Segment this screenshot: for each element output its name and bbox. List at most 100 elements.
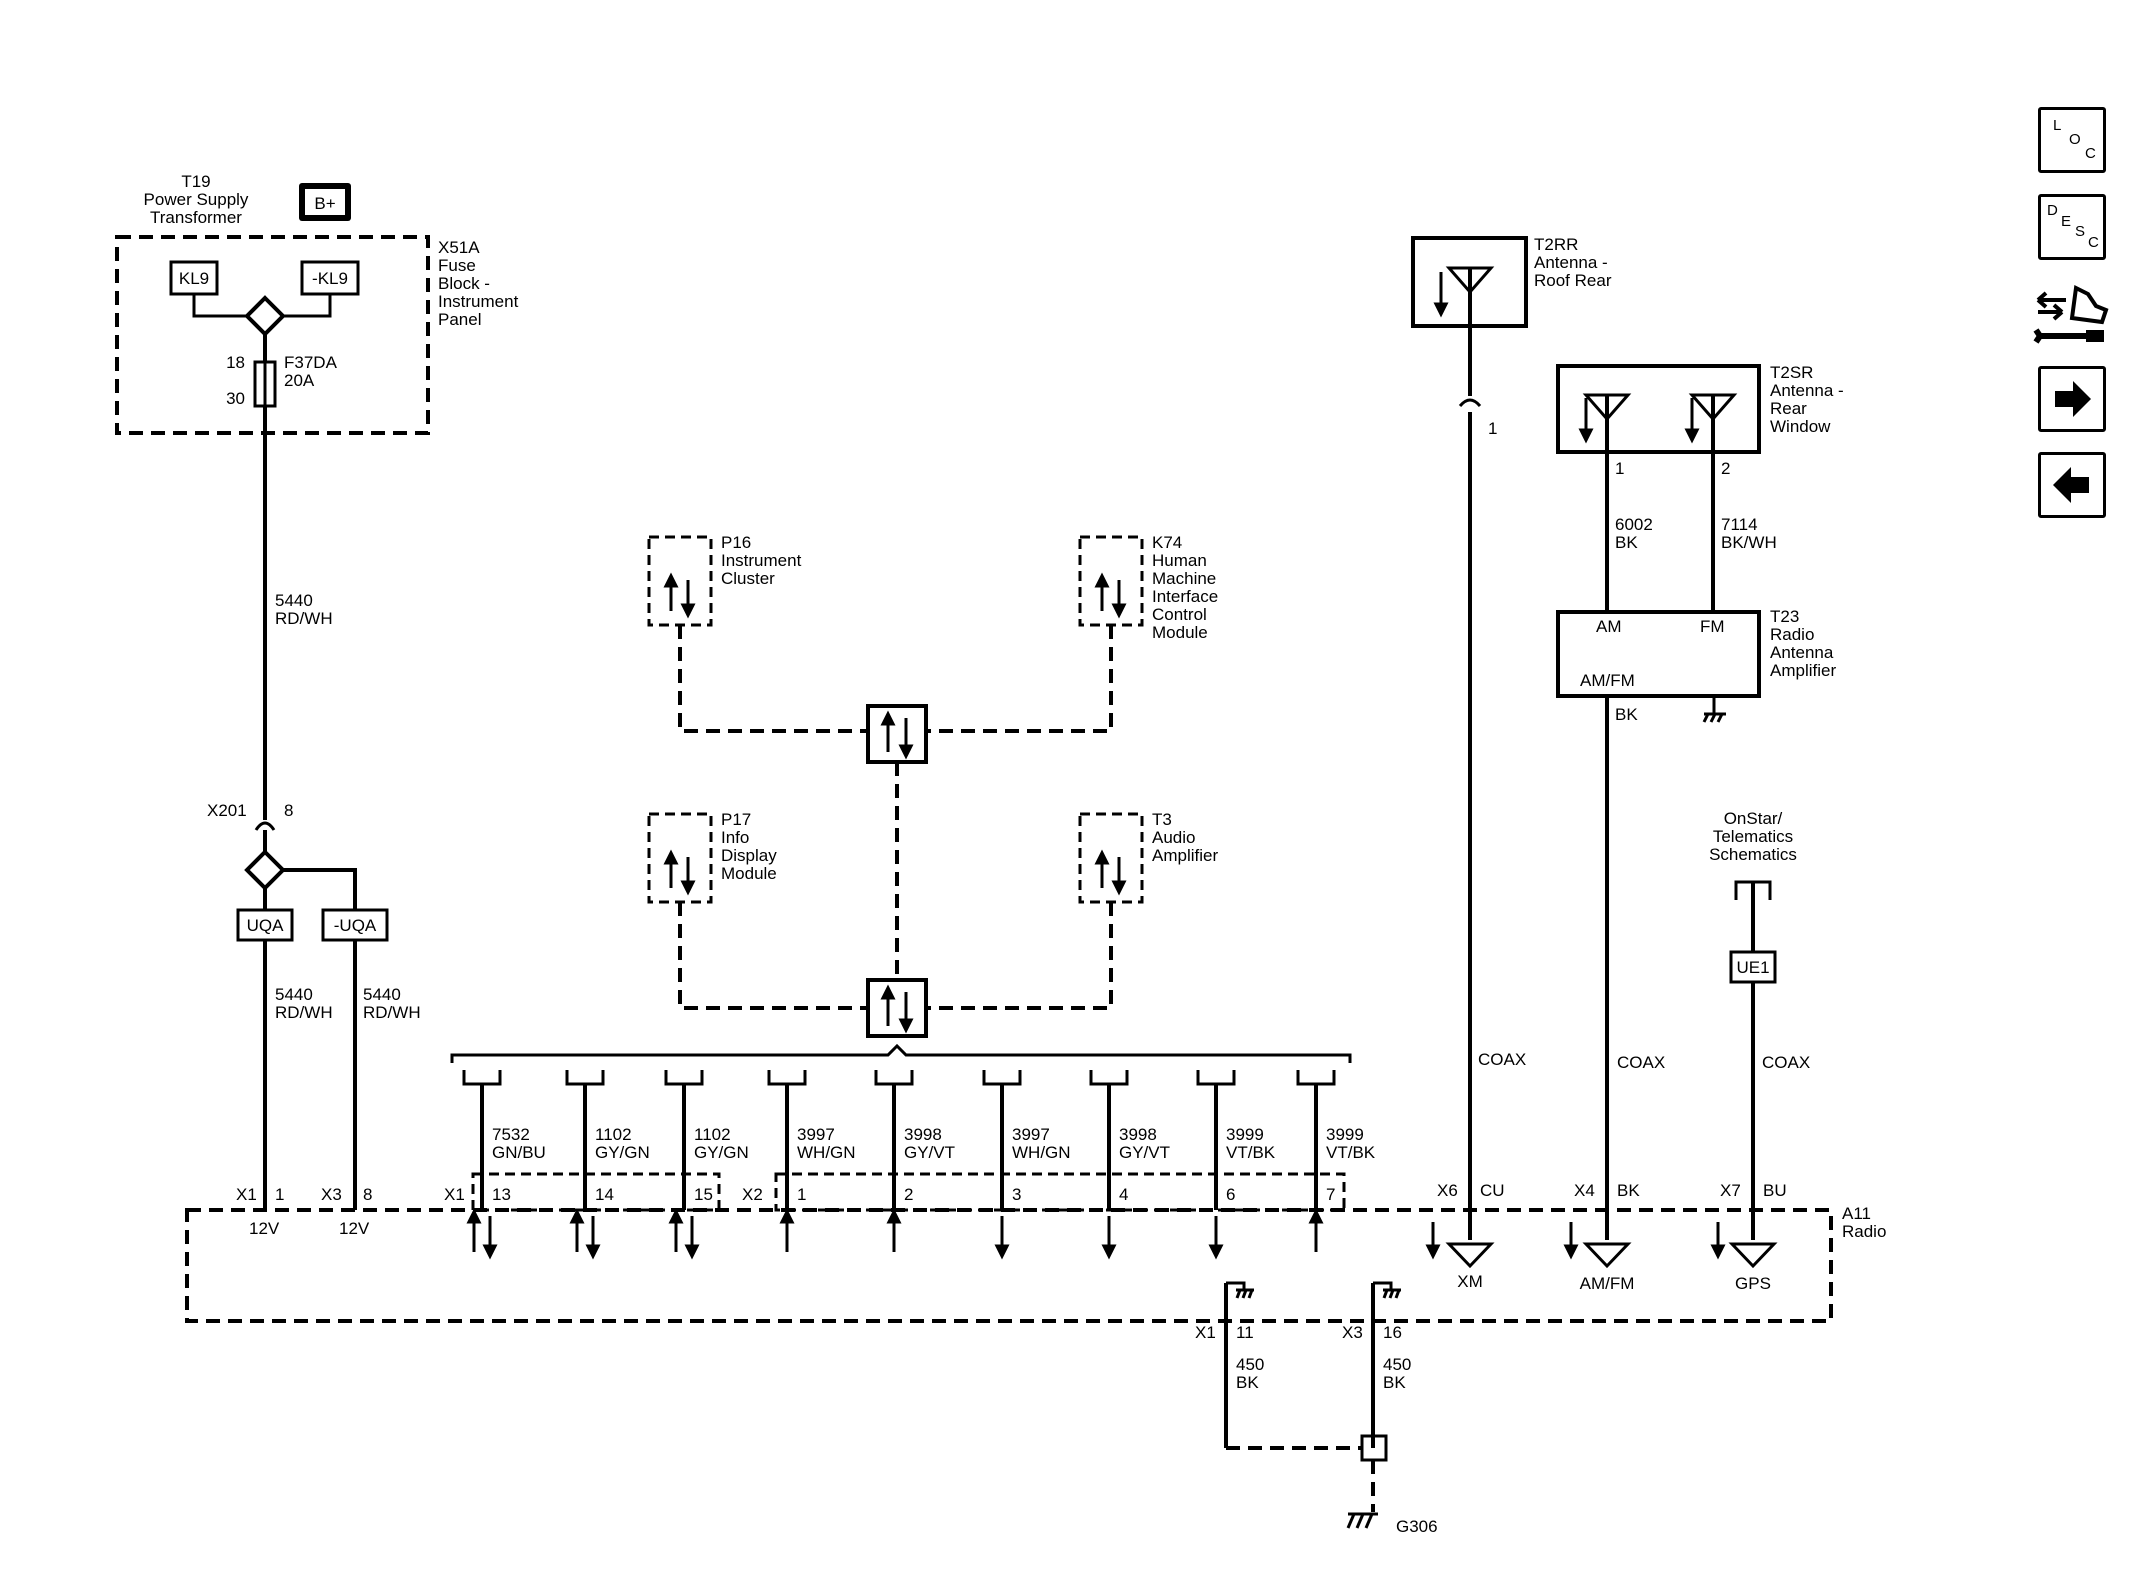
t23-label: T23 Radio Antenna Amplifier xyxy=(1770,607,1836,680)
svg-text:Amplifier: Amplifier xyxy=(1770,661,1836,680)
splice-diamond-bottom xyxy=(244,849,286,891)
wire-x1-number: 5440 xyxy=(275,985,313,1004)
fuse-name: F37DA xyxy=(284,353,338,372)
svg-text:BK: BK xyxy=(1236,1373,1259,1392)
svg-text:GPS: GPS xyxy=(1735,1274,1771,1293)
svg-text:G306: G306 xyxy=(1396,1517,1438,1536)
svg-text:X3: X3 xyxy=(1342,1323,1363,1342)
bus-wire-number: 3997 xyxy=(1012,1125,1050,1144)
svg-text:Human: Human xyxy=(1152,551,1207,570)
wire-6002-number: 6002 xyxy=(1615,515,1653,534)
bus-wire-pin: 2 xyxy=(904,1185,913,1204)
wire-x3-color: RD/WH xyxy=(363,1003,421,1022)
p17-module: P17 Info Display Module xyxy=(647,810,777,904)
radio-module-outline xyxy=(185,1208,1833,1323)
t23-amfm-label: AM/FM xyxy=(1580,671,1635,690)
svg-text:P16: P16 xyxy=(721,533,751,552)
t2sr-box xyxy=(1556,364,1761,454)
wire-5440-color: RD/WH xyxy=(275,609,333,628)
svg-text:AM/FM: AM/FM xyxy=(1580,1274,1635,1293)
x1-label-a: X1 xyxy=(236,1185,257,1204)
x6-pin-cu: CU xyxy=(1480,1181,1505,1200)
bus-wire-number: 7532 xyxy=(492,1125,530,1144)
svg-text:UE1: UE1 xyxy=(1736,958,1769,977)
svg-text:T23: T23 xyxy=(1770,607,1799,626)
svg-text:BK: BK xyxy=(1383,1373,1406,1392)
back-button[interactable] xyxy=(2038,452,2106,518)
onstar-label: OnStar/ Telematics Schematics xyxy=(1709,809,1797,864)
svg-text:450: 450 xyxy=(1383,1355,1411,1374)
connector-tool-icon[interactable] xyxy=(2032,278,2112,350)
x7-pin-bu: BU xyxy=(1763,1181,1787,1200)
arrow-left-icon xyxy=(2053,467,2089,503)
x2-connector-outline xyxy=(774,1172,1346,1212)
t2rr-label: T2RR Antenna - Roof Rear xyxy=(1534,235,1612,290)
coax-label-amfm: COAX xyxy=(1617,1053,1665,1072)
lower-bus-dashed xyxy=(678,902,1113,1010)
t2rr-connector xyxy=(1458,398,1482,408)
svg-text:Telematics: Telematics xyxy=(1713,827,1793,846)
desc-letter-s: S xyxy=(2075,223,2086,240)
x3-voltage: 12V xyxy=(339,1219,370,1238)
bus-wire-pin: 1 xyxy=(797,1185,806,1204)
svg-text:Machine: Machine xyxy=(1152,569,1216,588)
svg-text:T3: T3 xyxy=(1152,810,1172,829)
bus-wire-color: WH/GN xyxy=(797,1143,856,1162)
bus-wire-color: VT/BK xyxy=(1326,1143,1376,1162)
neg-uqa-box: -UQA xyxy=(321,908,389,942)
fuse-pin-18: 18 xyxy=(226,353,245,372)
x4-pin-bk: BK xyxy=(1617,1181,1640,1200)
svg-text:450: 450 xyxy=(1236,1355,1264,1374)
t2rr-antenna-icon xyxy=(1433,266,1495,318)
bus-wire-number: 3998 xyxy=(904,1125,942,1144)
g306-ground-icon: G306 xyxy=(1346,1512,1438,1536)
svg-text:T2RR: T2RR xyxy=(1534,235,1578,254)
svg-text:-KL9: -KL9 xyxy=(312,269,348,288)
svg-text:T2SR: T2SR xyxy=(1770,363,1813,382)
loc-letter-l: L xyxy=(2053,117,2062,134)
svg-text:Control: Control xyxy=(1152,605,1207,624)
b-plus-box: B+ xyxy=(299,183,351,221)
svg-text:Antenna -: Antenna - xyxy=(1770,381,1844,400)
bus-wire-pin: 4 xyxy=(1119,1185,1128,1204)
bus-wire-color: GY/GN xyxy=(595,1143,650,1162)
kl9-box: KL9 xyxy=(169,260,219,296)
svg-text:Module: Module xyxy=(1152,623,1208,642)
svg-text:T19: T19 xyxy=(181,172,210,191)
desc-button[interactable]: D E S C xyxy=(2038,194,2106,260)
fuse-rating: 20A xyxy=(284,371,315,390)
bus-wire-color: VT/BK xyxy=(1226,1143,1276,1162)
svg-text:P17: P17 xyxy=(721,810,751,829)
bus-wire-number: 1102 xyxy=(595,1125,632,1144)
wire-5440-number: 5440 xyxy=(275,591,313,610)
bus-wire-color: GN/BU xyxy=(492,1143,546,1162)
svg-text:XM: XM xyxy=(1457,1272,1483,1291)
t23-fm-label: FM xyxy=(1700,617,1725,636)
svg-text:Info: Info xyxy=(721,828,749,847)
k74-module: K74 Human Machine Interface Control Modu… xyxy=(1078,533,1218,642)
loc-button[interactable]: L O C xyxy=(2038,107,2106,173)
svg-text:11: 11 xyxy=(1236,1323,1254,1342)
svg-text:Amplifier: Amplifier xyxy=(1152,846,1218,865)
svg-text:Antenna: Antenna xyxy=(1770,643,1834,662)
arrow-right-icon xyxy=(2055,381,2091,417)
fuse-block-outline xyxy=(115,235,430,435)
svg-text:Roof Rear: Roof Rear xyxy=(1534,271,1612,290)
next-button[interactable] xyxy=(2038,366,2106,432)
t3-module: T3 Audio Amplifier xyxy=(1078,810,1218,904)
t2rr-pin: 1 xyxy=(1488,419,1497,438)
svg-text:Instrument: Instrument xyxy=(438,292,519,311)
x201-connector-symbol xyxy=(254,821,276,831)
x201-pin: 8 xyxy=(284,801,293,820)
ground-x1-11: X1 11 450 BK xyxy=(1195,1281,1264,1448)
x6-label: X6 xyxy=(1437,1181,1458,1200)
x1-voltage: 12V xyxy=(249,1219,280,1238)
svg-text:-UQA: -UQA xyxy=(334,916,377,935)
svg-text:Rear: Rear xyxy=(1770,399,1807,418)
